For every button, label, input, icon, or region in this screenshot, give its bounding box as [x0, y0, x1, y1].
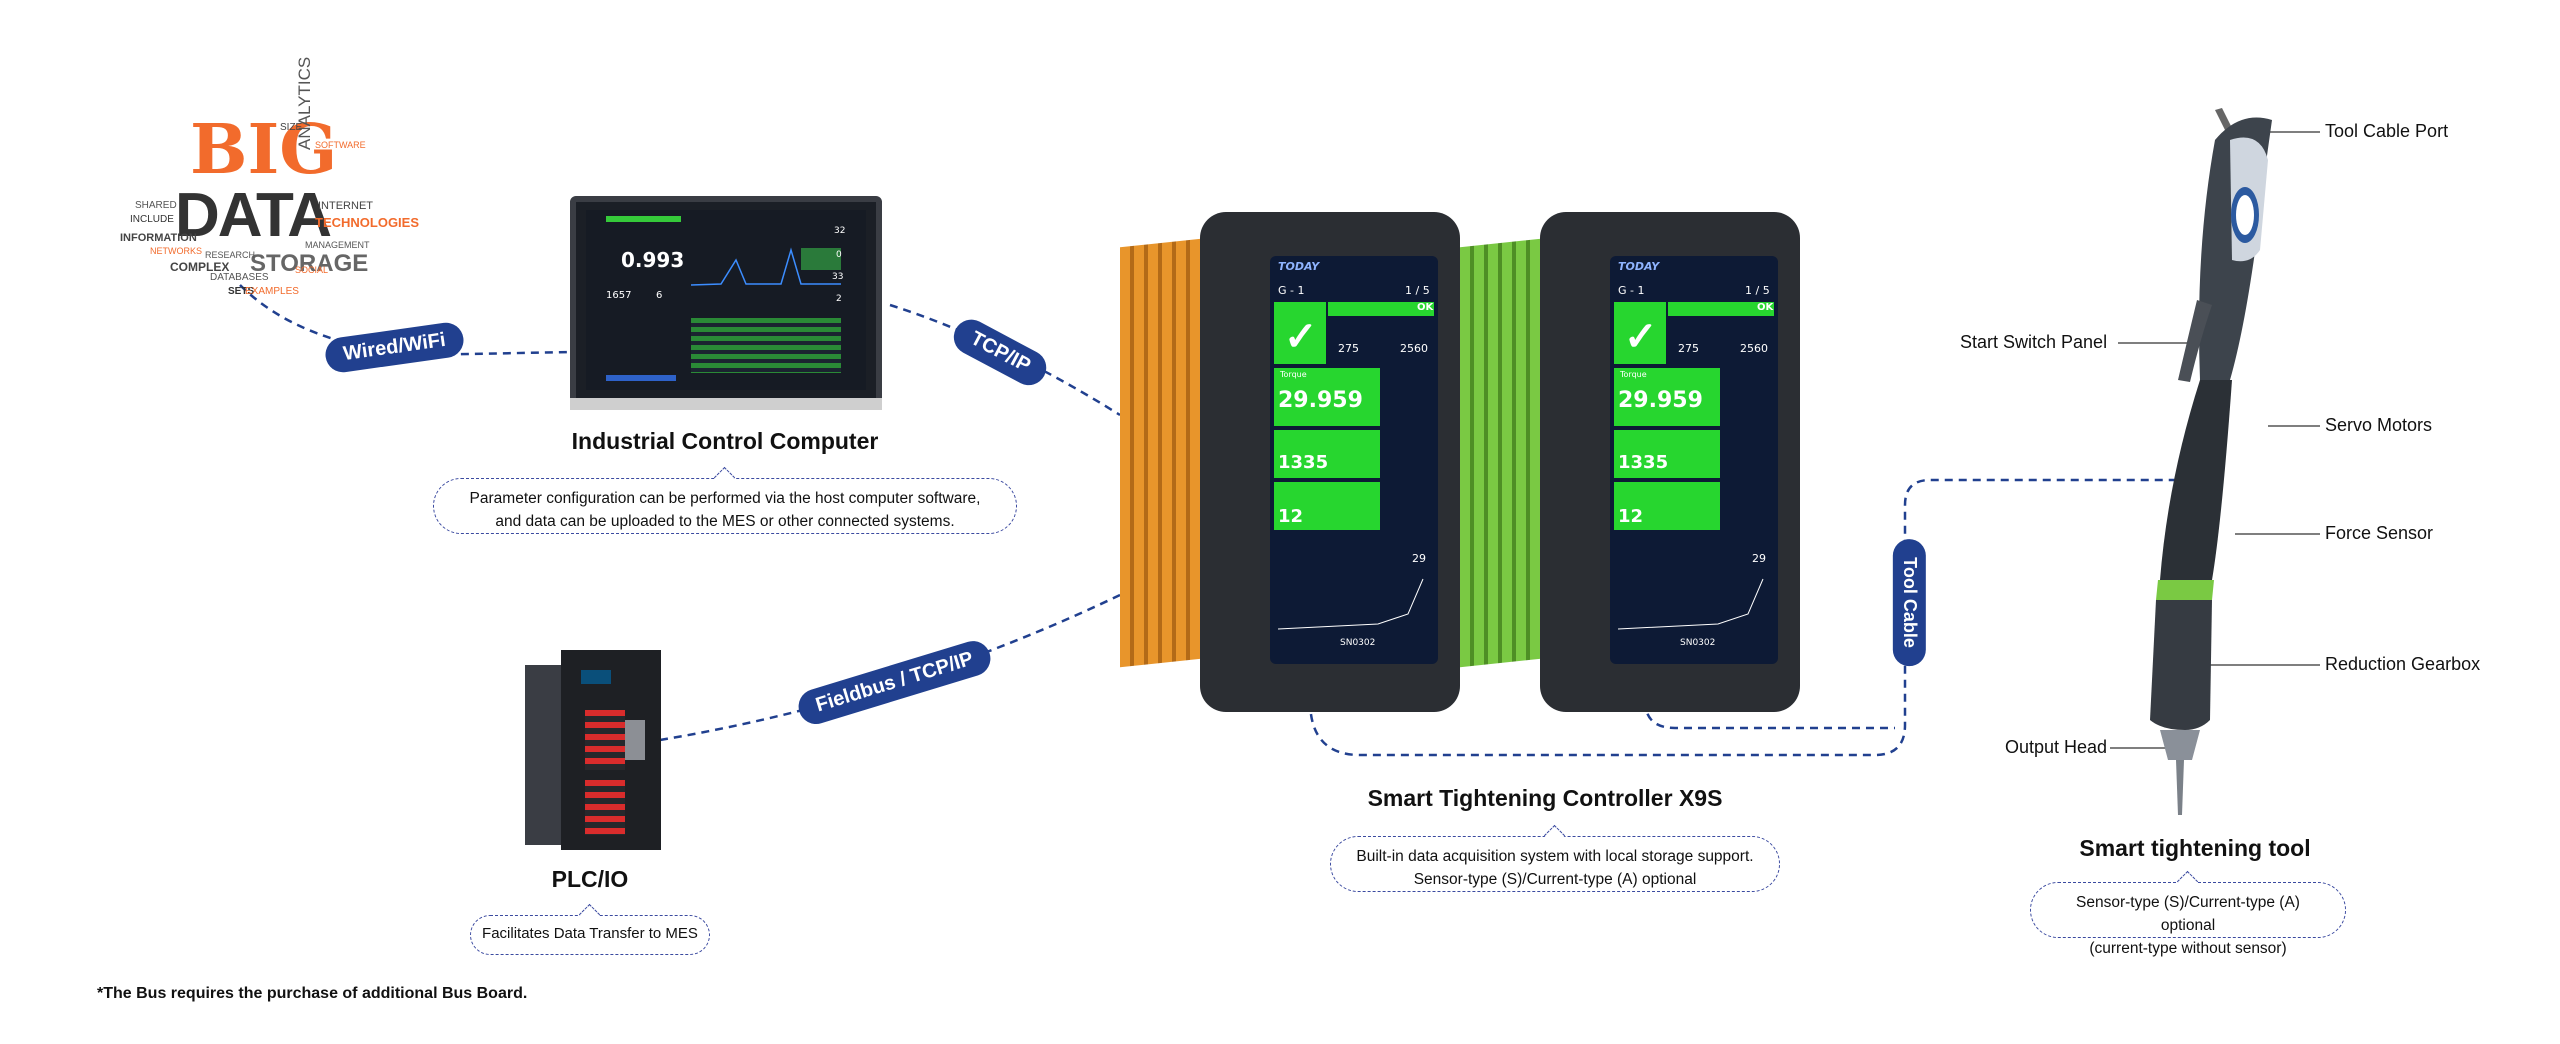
- computer-desc-bubble: Parameter configuration can be performed…: [433, 466, 1017, 534]
- word-sets: SETS: [228, 286, 255, 297]
- big-word: BIG: [190, 110, 338, 190]
- c2-time: 2560: [1740, 342, 1768, 355]
- c2-max-speed: 275: [1678, 342, 1699, 355]
- c1-group: G - 1: [1278, 284, 1305, 297]
- industrial-computer-monitor: 0.993 1657 6 32 0 33 2: [570, 196, 882, 408]
- monitor-value3: 6: [656, 290, 663, 301]
- tool-desc-line2: (current-type without sensor): [2089, 940, 2287, 957]
- tightening-tool-drawing: [2150, 108, 2272, 815]
- c1-angle: 1335: [1278, 452, 1329, 473]
- callout-reduction-gearbox: Reduction Gearbox: [2325, 654, 2481, 674]
- word-information: INFORMATION: [120, 232, 197, 244]
- callout-tool-cable-port: Tool Cable Port: [2325, 121, 2449, 141]
- controller-desc-line1: Built-in data acquisition system with lo…: [1356, 848, 1754, 865]
- word-social: SOCIAL: [295, 265, 329, 275]
- monitor-value2: 1657: [606, 290, 632, 301]
- c1-max-speed: 275: [1338, 342, 1359, 355]
- word-databases: DATABASES: [210, 272, 269, 283]
- word-examples: EXAMPLES: [245, 286, 299, 297]
- c2-sn: SN0302: [1680, 638, 1716, 648]
- data-word: DATA: [175, 181, 332, 250]
- computer-desc-line1: Parameter configuration can be performed…: [469, 490, 981, 507]
- word-storage: STORAGE: [250, 250, 369, 277]
- c1-temp: 29: [1412, 552, 1426, 565]
- word-size: SIZE: [280, 122, 303, 133]
- c2-brand: TODAY: [1618, 260, 1660, 273]
- big-data-cloud: BIG DATA ANALYTICS STORAGE TECHNOLOGIES …: [90, 57, 419, 300]
- c1-torque-label: Torque: [1280, 370, 1307, 379]
- c2-torque: 29.959: [1618, 388, 1703, 413]
- c1-sn: SN0302: [1340, 638, 1376, 648]
- callout-start-switch: Start Switch Panel: [1960, 332, 2108, 352]
- word-software: SOFTWARE: [315, 140, 366, 150]
- computer-desc-line2: and data can be uploaded to the MES or o…: [495, 513, 955, 530]
- c1-count: 1 / 5: [1405, 284, 1430, 297]
- word-analytics: ANALYTICS: [295, 56, 314, 150]
- word-complex: COMPLEX: [170, 260, 230, 274]
- word-networks: NETWORKS: [150, 246, 203, 256]
- plc-device: [525, 640, 665, 850]
- c2-ok: OK: [1757, 302, 1774, 313]
- word-technologies: TECHNOLOGIES: [315, 215, 420, 230]
- c1-torque: 29.959: [1278, 388, 1363, 413]
- monitor-right2: 0: [836, 250, 842, 260]
- controller-orange: TODAY G - 1 1 / 5 ✓ OK Torque 29.959 133…: [1120, 212, 1460, 712]
- c1-brand: TODAY: [1278, 260, 1320, 273]
- computer-title: Industrial Control Computer: [571, 428, 879, 454]
- tool-desc-bubble: Sensor-type (S)/Current-type (A) optiona…: [2030, 870, 2346, 957]
- controller-link-line: [1308, 478, 2185, 757]
- tool-title: Smart tightening tool: [2079, 835, 2311, 861]
- c2-count: 1 / 5: [1745, 284, 1770, 297]
- c2-angle: 1335: [1618, 452, 1669, 473]
- controller-desc-bubble: Built-in data acquisition system with lo…: [1330, 824, 1780, 892]
- word-management: MANAGEMENT: [305, 240, 370, 250]
- monitor-right3: 33: [832, 272, 844, 282]
- controller-title: Smart Tightening Controller X9S: [1367, 785, 1723, 811]
- word-shared: SHARED: [135, 200, 177, 211]
- monitor-value: 0.993: [621, 248, 685, 272]
- monitor-right4: 2: [836, 294, 842, 304]
- word-research: RESEARCH: [205, 250, 256, 260]
- controller-desc-line2: Sensor-type (S)/Current-type (A) optiona…: [1413, 871, 1697, 888]
- c2-temp: 29: [1752, 552, 1766, 565]
- plc-desc-bubble: Facilitates Data Transfer to MES: [470, 903, 710, 955]
- c2-group: G - 1: [1618, 284, 1645, 297]
- plc-desc: Facilitates Data Transfer to MES: [482, 925, 698, 942]
- monitor-stand: [570, 398, 882, 410]
- tool-cable-pill: Tool Cable: [1892, 539, 1926, 666]
- c2-tight-angle: 12: [1618, 506, 1644, 527]
- word-include: INCLUDE: [130, 214, 174, 225]
- monitor-right1: 32: [834, 226, 846, 236]
- callout-output-head: Output Head: [2005, 737, 2108, 757]
- callout-force-sensor: Force Sensor: [2325, 523, 2434, 543]
- tcp-ip-line: [889, 303, 1121, 417]
- plc-title: PLC/IO: [551, 866, 629, 892]
- tool-desc-line1: Sensor-type (S)/Current-type (A) optiona…: [2076, 894, 2300, 934]
- c2-torque-label: Torque: [1620, 370, 1647, 379]
- callout-servo-motors: Servo Motors: [2325, 415, 2433, 435]
- c1-tight-angle: 12: [1278, 506, 1304, 527]
- c1-time: 2560: [1400, 342, 1428, 355]
- footnote: *The Bus requires the purchase of additi…: [97, 985, 528, 1002]
- controller-green: TODAY G - 1 1 / 5 ✓ OK Torque 29.959 133…: [1460, 212, 1800, 712]
- c1-ok: OK: [1417, 302, 1434, 313]
- word-internet: INTERNET: [318, 200, 373, 212]
